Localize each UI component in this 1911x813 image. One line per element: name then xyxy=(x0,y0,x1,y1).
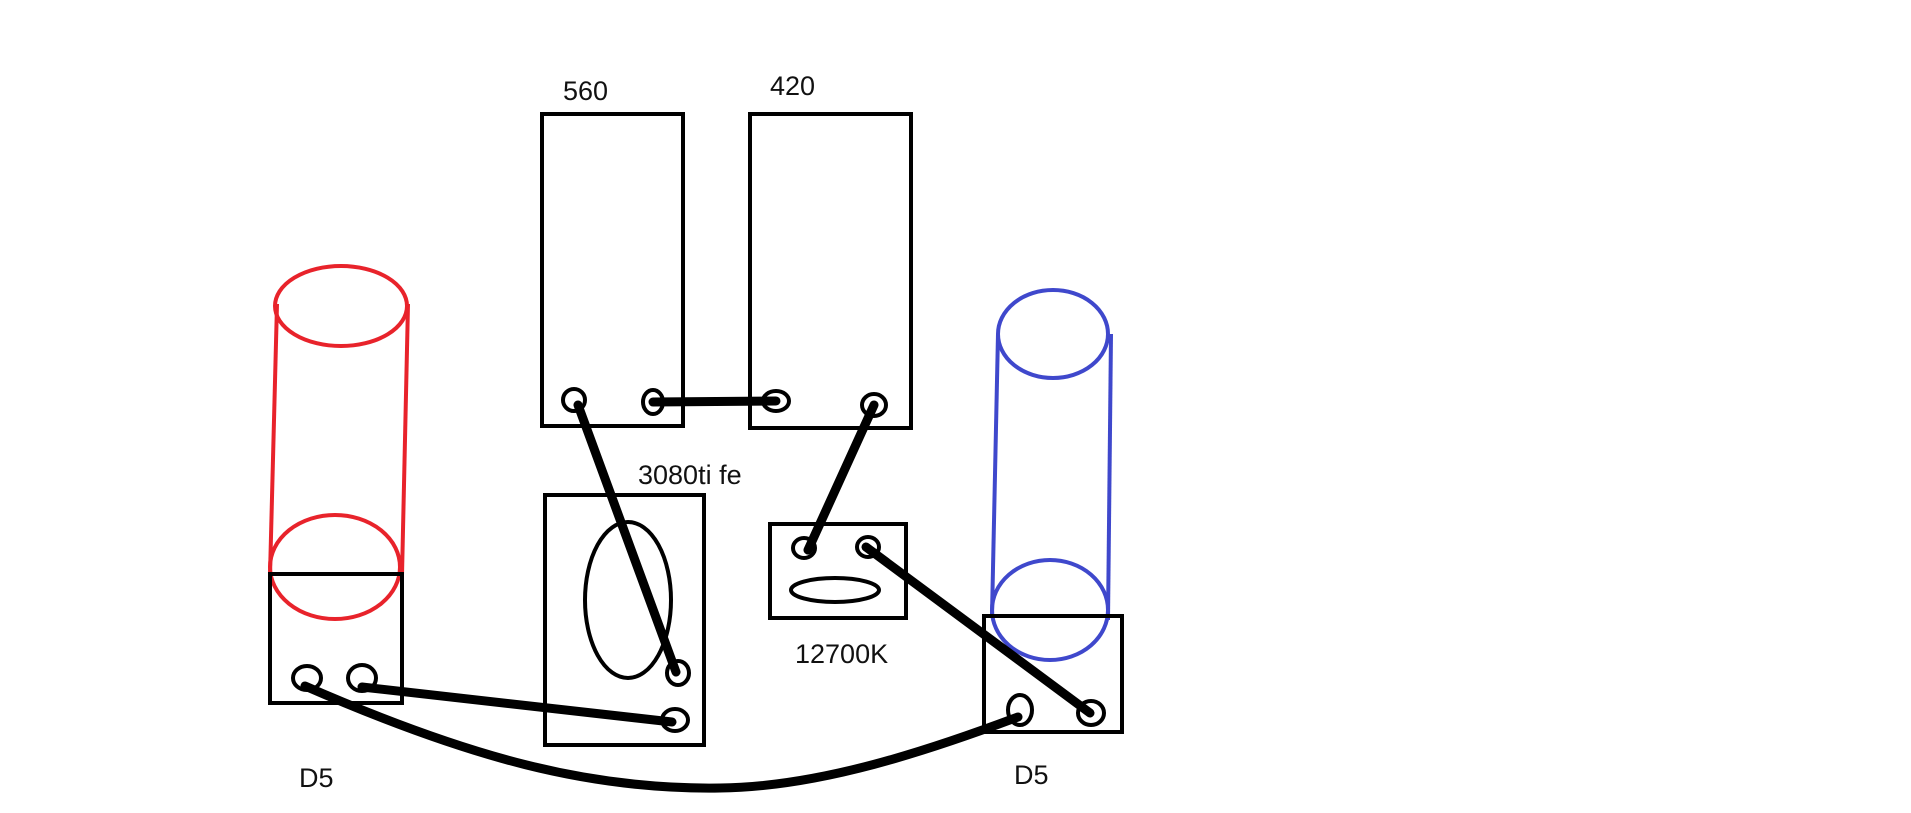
pump-right-body xyxy=(982,614,1124,734)
pump-left-body xyxy=(268,572,404,705)
reservoir-right-side-left xyxy=(990,333,1000,616)
gpu-port-top xyxy=(665,659,691,687)
tube-pump-left-to-pump-right xyxy=(300,681,1023,793)
gpu-label: 3080ti fe xyxy=(638,460,742,490)
tubes xyxy=(300,396,1095,793)
radiator-420-body xyxy=(748,112,913,430)
pump-right-port-in xyxy=(1076,699,1106,727)
radiator-560 xyxy=(540,112,685,428)
reservoir-left-top xyxy=(273,264,409,348)
gpu-fan-icon xyxy=(583,520,673,680)
reservoir-left-side-right xyxy=(400,303,410,576)
radiator-560-body xyxy=(540,112,685,428)
cpu-block-body xyxy=(768,522,908,620)
radiator-420-port-out xyxy=(860,392,888,418)
pump-left xyxy=(268,572,404,705)
reservoir-right-top xyxy=(996,288,1110,380)
cpu-label: 12700K xyxy=(795,639,889,669)
cpu-port-left xyxy=(791,536,817,560)
reservoir-left xyxy=(268,264,410,621)
cpu-die-icon xyxy=(789,576,881,604)
reservoir-left-side-left xyxy=(268,303,279,576)
pump-right-port-out xyxy=(1006,693,1034,727)
pump-left-label: D5 xyxy=(299,763,334,793)
reservoir-right xyxy=(990,288,1113,662)
gpu-block-body xyxy=(543,493,706,747)
reservoir-right-bottom xyxy=(990,558,1110,662)
cpu-block xyxy=(768,522,908,620)
radiator-420-label: 420 xyxy=(770,71,816,101)
cpu-port-right xyxy=(855,535,881,559)
radiator-560-label: 560 xyxy=(563,76,609,106)
tube-cpu-to-pump-right xyxy=(861,542,1095,718)
gpu-block xyxy=(543,493,706,747)
tube-420-to-cpu xyxy=(803,400,879,555)
radiator-560-port-in xyxy=(561,387,587,413)
reservoir-right-side-right xyxy=(1106,333,1113,621)
pump-right-label: D5 xyxy=(1014,760,1049,790)
tube-560-to-420 xyxy=(648,396,781,407)
tube-pump-left-to-gpu xyxy=(357,682,677,727)
radiator-420 xyxy=(748,112,913,430)
pump-right xyxy=(982,614,1124,734)
tube-560-to-gpu xyxy=(573,400,681,677)
reservoir-left-bottom xyxy=(268,513,402,621)
